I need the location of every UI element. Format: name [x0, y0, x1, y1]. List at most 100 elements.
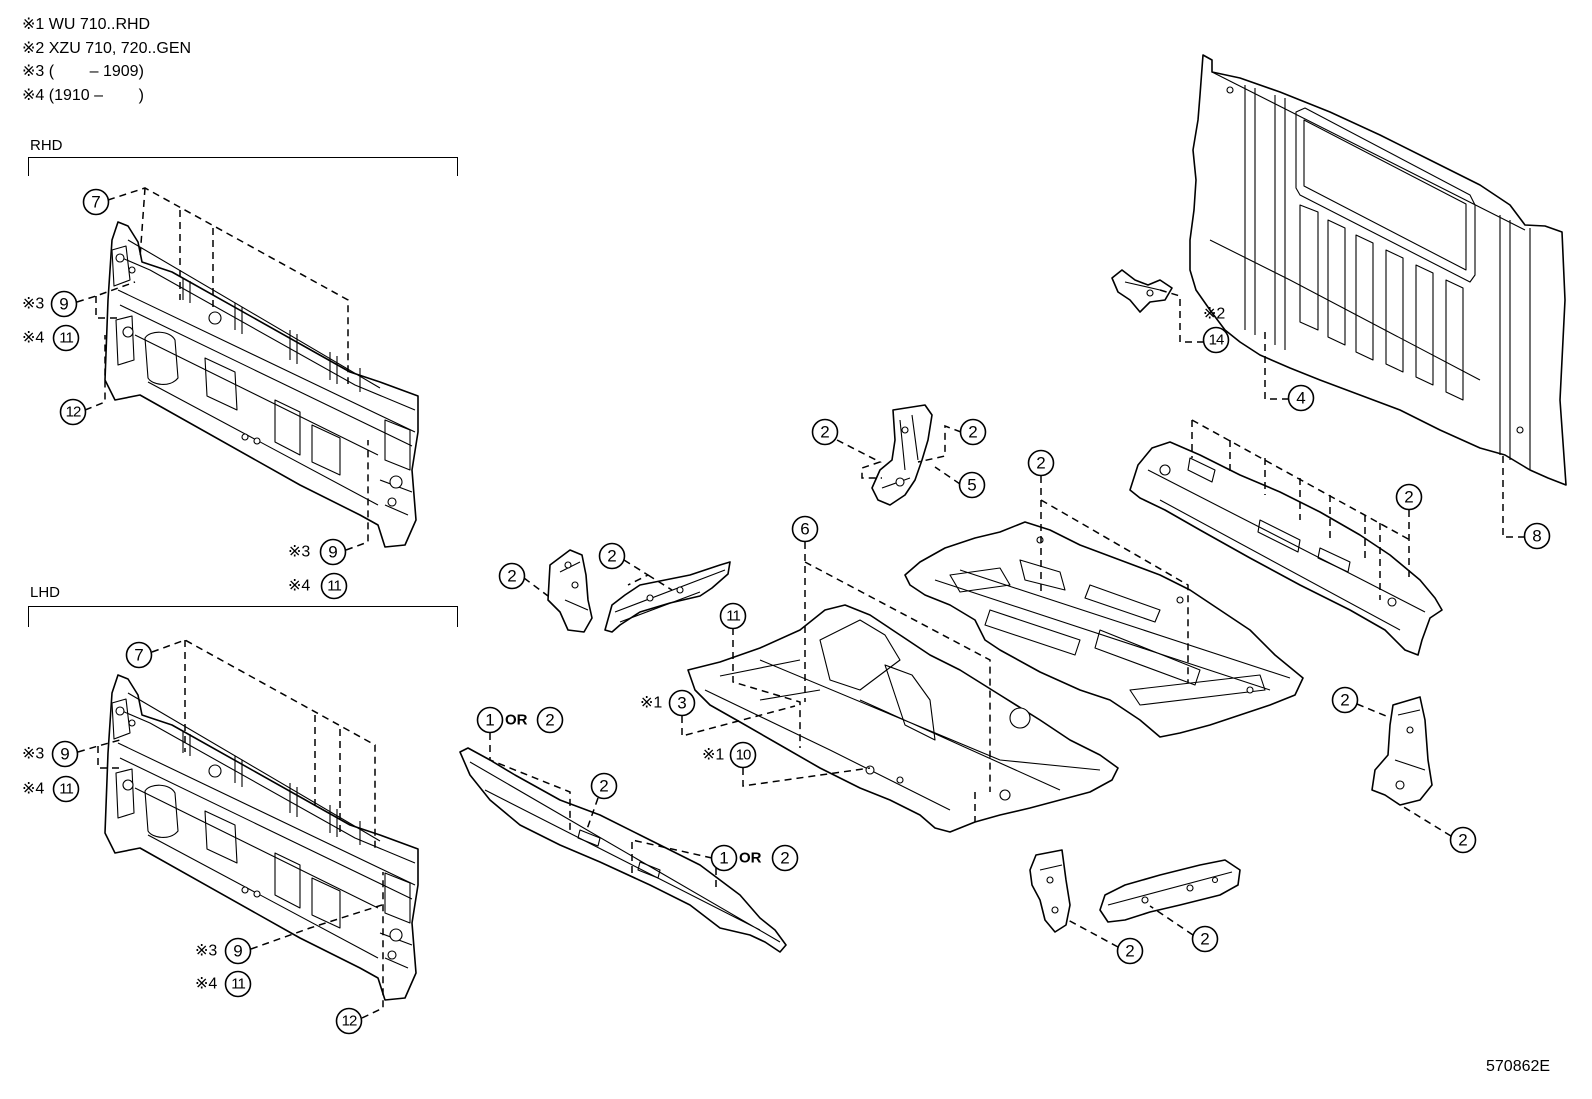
callout-number: 2	[820, 423, 829, 442]
callout-2: 2	[1116, 937, 1144, 965]
callout-number: 3	[677, 694, 686, 713]
callout-number: 11	[231, 976, 245, 993]
leader-line	[681, 628, 871, 787]
callout-prefix: ※4	[195, 976, 217, 993]
leader-line	[804, 542, 991, 822]
callout-rhd-9: ※3 9	[22, 290, 78, 318]
callout-number: 9	[59, 295, 68, 314]
floor-rail-left	[604, 561, 731, 633]
callout-8: 8	[1523, 522, 1551, 550]
callout-number: 12	[342, 1013, 357, 1030]
callout-prefix: ※1	[702, 747, 724, 764]
cab-back-panel-lhd	[104, 674, 419, 1001]
note-line: ※1 WU 710..RHD	[22, 16, 151, 33]
callout-number: 1	[719, 849, 728, 868]
callout-lhd-9: ※3 9	[22, 740, 79, 768]
callout-prefix: ※3	[22, 296, 44, 313]
callout-2: 2	[1191, 925, 1219, 953]
back-panel-upper	[1189, 54, 1567, 486]
callout-number: 2	[1125, 942, 1134, 961]
callout-number: 2	[1200, 930, 1209, 949]
callout-2: 2	[811, 418, 839, 446]
bracket-bottom	[1029, 849, 1071, 933]
leader-line	[489, 733, 717, 892]
bracket-right	[1371, 696, 1433, 806]
callout-number: 7	[134, 646, 143, 665]
callout-lhd-7: 7	[125, 641, 153, 669]
callout-lhd-12: 12	[335, 1007, 363, 1035]
leader-line	[77, 739, 121, 769]
bracket-5	[871, 404, 933, 506]
callout-5: 5	[958, 471, 986, 499]
leader-line	[84, 335, 106, 411]
callout-2: 2	[590, 772, 618, 800]
callout-number: 1	[485, 711, 494, 730]
callout-rhd-7: 7	[82, 188, 110, 216]
callout-2: 2	[1027, 449, 1055, 477]
callout-number: 2	[507, 567, 516, 586]
leader-lines	[76, 187, 1525, 1019]
bracket-14	[1111, 269, 1173, 313]
callout-rhd-11: ※4 11	[22, 324, 80, 352]
callout-prefix: ※4	[22, 781, 44, 798]
leader-line	[523, 559, 673, 597]
callout-rhd-11-lower: ※4 11	[288, 572, 348, 600]
rear-cross-member	[1129, 441, 1443, 656]
leader-line	[1067, 703, 1452, 948]
callout-prefix: ※4	[288, 578, 310, 595]
callout-prefix: ※2	[1203, 306, 1225, 323]
callout-number: 11	[726, 608, 740, 625]
leader-line	[250, 904, 383, 950]
callout-number: 2	[780, 849, 789, 868]
callout-2: 2	[959, 418, 987, 446]
callout-number: 14	[1209, 332, 1224, 349]
callout-number: 9	[60, 745, 69, 764]
front-floor-pan	[687, 604, 1119, 833]
callout-2: 2	[1449, 826, 1477, 854]
callout-6: 6	[791, 515, 819, 543]
callout-11: 11	[719, 602, 747, 630]
small-bracket-left	[547, 549, 593, 633]
callout-rhd-9-lower: ※3 9	[288, 538, 347, 566]
leader-line	[1159, 289, 1525, 582]
leader-line	[361, 872, 384, 1019]
callout-2: 2	[1395, 483, 1423, 511]
note-line: ※2 XZU 710, 720..GEN	[22, 39, 192, 57]
callout-or-joiner: OR	[739, 850, 762, 867]
callout-number: 2	[1340, 691, 1349, 710]
leader-line	[1040, 476, 1189, 682]
callout-number: 12	[66, 404, 81, 421]
callout-number: 2	[1404, 488, 1413, 507]
rhd-section-label: RHD	[30, 137, 63, 154]
callout-number: 2	[1458, 831, 1467, 850]
front-cross-member	[459, 747, 787, 953]
cab-back-panel-rhd	[104, 221, 419, 548]
callout-number: 11	[59, 781, 73, 798]
callout-rhd-12: 12	[59, 398, 87, 426]
callout-or-joiner: OR	[505, 712, 528, 729]
callout-2: 2	[498, 562, 526, 590]
callout-number: 9	[328, 543, 337, 562]
leader-line	[836, 424, 962, 485]
callout-number: 9	[233, 942, 242, 961]
callout-prefix: ※3	[195, 943, 217, 960]
note-line: ※3 ( – 1909)	[22, 63, 144, 80]
callout-prefix: ※4	[22, 330, 44, 347]
callout-1-or-2: 1 OR 2	[710, 844, 799, 872]
rear-floor-pan	[904, 521, 1304, 738]
callout-3: ※1 3	[640, 689, 696, 717]
callout-number: 11	[327, 578, 341, 595]
callout-number: 10	[736, 747, 751, 764]
callout-prefix: ※3	[288, 544, 310, 561]
callout-number: 5	[967, 476, 976, 495]
callout-prefix: ※3	[22, 746, 44, 763]
callout-number: 11	[59, 330, 73, 347]
floor-rail-bottom	[1099, 859, 1241, 923]
callout-lhd-9-lower: ※3 9	[195, 937, 252, 965]
callout-prefix: ※1	[640, 695, 662, 712]
leader-line	[76, 281, 136, 319]
callout-number: 2	[607, 547, 616, 566]
callout-number: 8	[1532, 527, 1541, 546]
